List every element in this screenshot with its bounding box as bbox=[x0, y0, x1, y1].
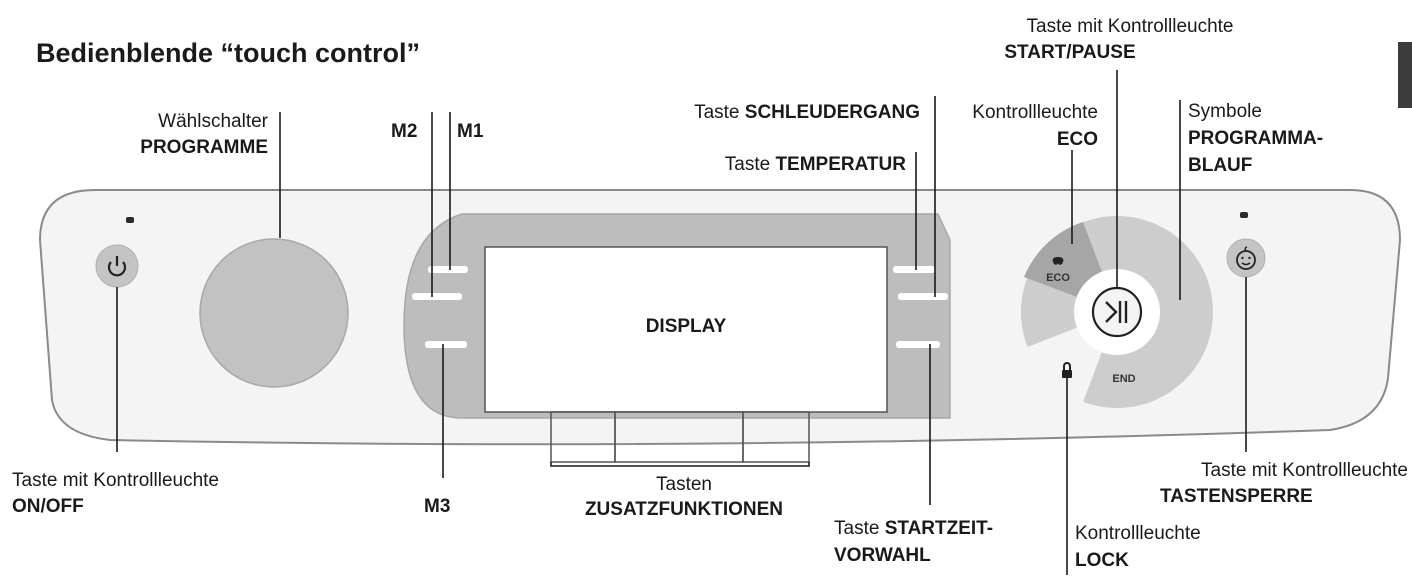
m2-button[interactable] bbox=[412, 293, 462, 300]
label-m3: M3 bbox=[424, 496, 450, 517]
label-programme-selector-line2: PROGRAMME bbox=[140, 137, 268, 158]
lock-icon bbox=[1062, 362, 1072, 378]
label-m1: M1 bbox=[457, 121, 484, 142]
eco-leaf-icon bbox=[1052, 257, 1064, 265]
label-start-pause-line2: START/PAUSE bbox=[1004, 42, 1135, 63]
play-pause-icon bbox=[1105, 301, 1128, 323]
label-program-symbols-line2: PROGRAMMA- bbox=[1188, 128, 1323, 149]
page-tab-marker bbox=[1398, 42, 1412, 108]
key-lock-button[interactable] bbox=[1226, 238, 1266, 278]
eco-panel-text: ECO bbox=[1046, 272, 1070, 284]
label-key-lock-line2: TASTENSPERRE bbox=[1160, 486, 1313, 507]
temperature-button[interactable] bbox=[893, 266, 935, 273]
label-eco-light-line1: Kontrollleuchte bbox=[972, 102, 1098, 123]
label-extra-functions-line1: Tasten bbox=[656, 474, 712, 495]
label-key-lock-line1: Taste mit Kontrollleuchte bbox=[1201, 460, 1408, 481]
label-m2: M2 bbox=[391, 121, 417, 142]
diagram-title: Bedienblende “touch control” bbox=[36, 38, 420, 68]
label-on-off-line1: Taste mit Kontrollleuchte bbox=[12, 470, 219, 491]
on-off-indicator-led bbox=[126, 217, 134, 223]
spin-button[interactable] bbox=[898, 293, 948, 300]
child-face-icon bbox=[1236, 246, 1256, 270]
key-lock-indicator-led bbox=[1240, 212, 1248, 218]
label-start-pause-line1: Taste mit Kontrollleuchte bbox=[1027, 16, 1234, 37]
power-icon bbox=[107, 256, 127, 277]
label-delay-start-line2: VORWAHL bbox=[834, 545, 931, 566]
delay-start-button[interactable] bbox=[896, 341, 940, 348]
display-screen bbox=[484, 246, 888, 413]
m3-button[interactable] bbox=[425, 341, 467, 348]
label-spin-button: Taste SCHLEUDERGANG bbox=[694, 102, 920, 123]
label-lock-light-line2: LOCK bbox=[1075, 550, 1129, 571]
bracket-extra-functions bbox=[550, 462, 810, 467]
label-programme-selector-line1: Wählschalter bbox=[158, 111, 268, 132]
label-eco-light-line2: ECO bbox=[1057, 129, 1098, 150]
display-label: DISPLAY bbox=[646, 316, 727, 337]
extra-function-button-3[interactable] bbox=[742, 411, 810, 463]
extra-function-buttons bbox=[550, 411, 810, 463]
label-program-symbols-line1: Symbole bbox=[1188, 101, 1262, 122]
label-program-symbols-line3: BLAUF bbox=[1188, 155, 1252, 176]
label-temperature-button: Taste TEMPERATUR bbox=[725, 154, 907, 175]
label-extra-functions-line2: ZUSATZFUNKTIONEN bbox=[585, 499, 783, 520]
label-lock-light-line1: Kontrollleuchte bbox=[1075, 523, 1201, 544]
m1-button[interactable] bbox=[428, 266, 468, 273]
end-panel-text: END bbox=[1112, 373, 1135, 385]
label-on-off-line2: ON/OFF bbox=[12, 496, 84, 517]
programme-selector-dial[interactable] bbox=[199, 238, 349, 388]
label-delay-start-line1: Taste STARTZEIT- bbox=[834, 518, 993, 539]
